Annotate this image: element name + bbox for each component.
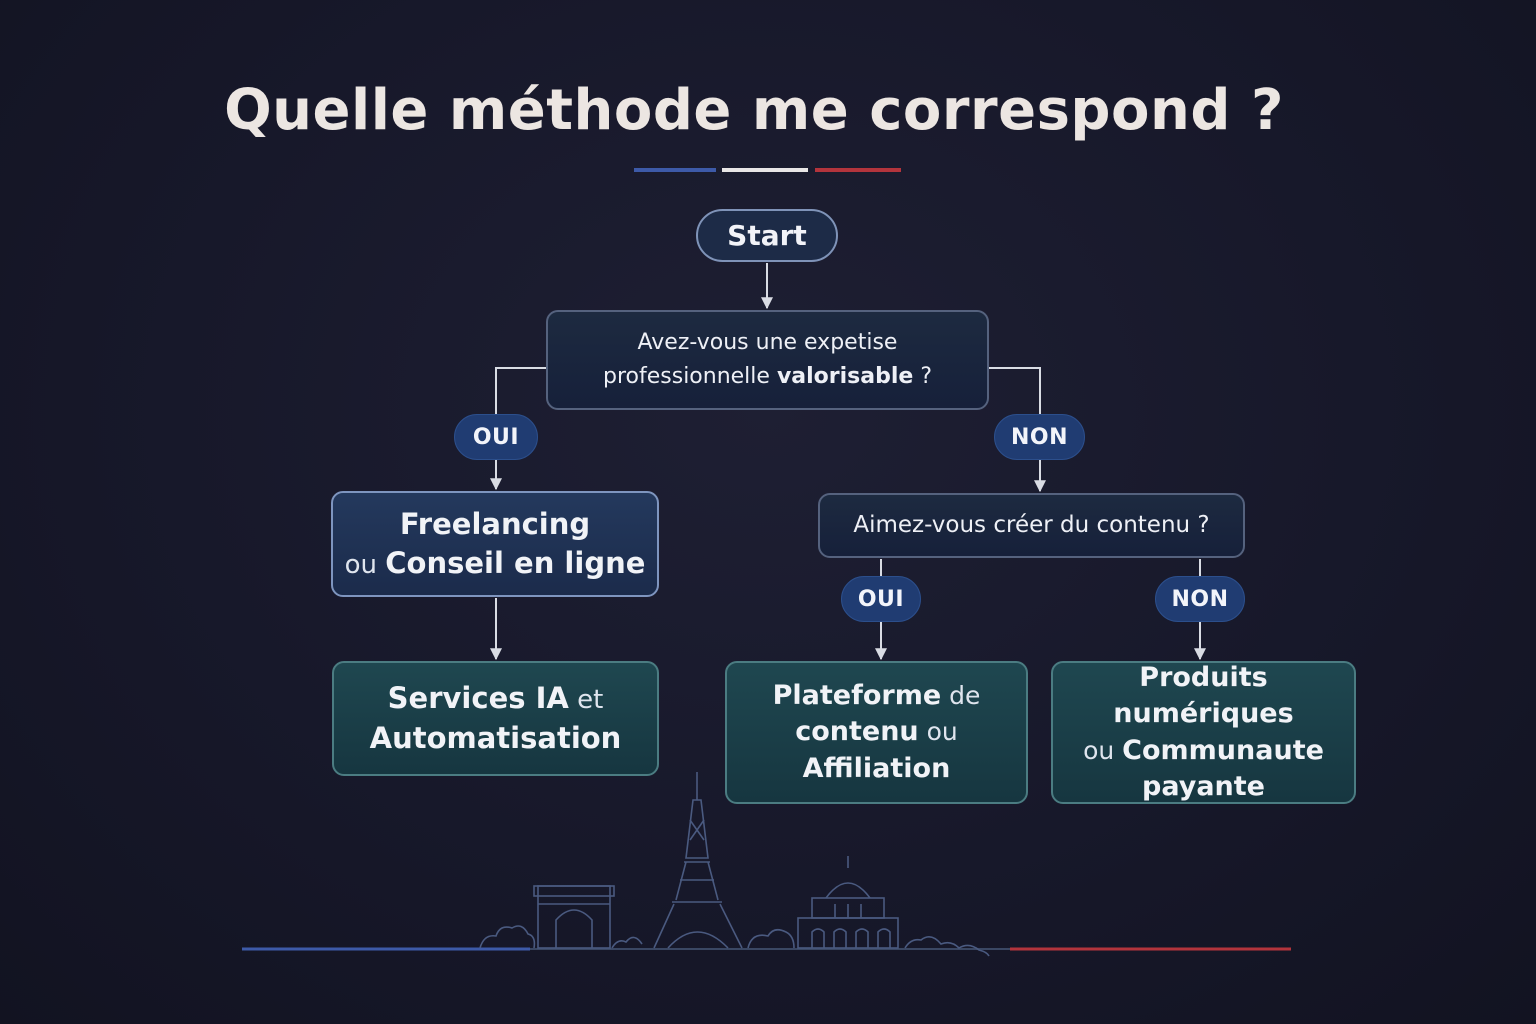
plateforme-line3: Affiliation (802, 752, 951, 784)
plateforme-line2: contenu ou (773, 714, 981, 750)
badge-oui-contenu: OUI (841, 576, 921, 622)
produits-line2: ou Communaute (1053, 733, 1354, 769)
produits-line1: Produits numériques (1113, 661, 1294, 730)
services-bold: Services IA (387, 681, 569, 716)
question-expertise-line1: Avez-vous une expetise (637, 329, 898, 355)
bush-far-right-icon (904, 936, 990, 957)
plateforme-suffix2: ou (918, 717, 958, 747)
question-contenu: Aimez-vous créer du contenu ? (818, 493, 1245, 558)
freelancing-line2: ou Conseil en ligne (345, 544, 646, 583)
produits-bold: Communaute (1122, 734, 1324, 766)
plateforme-bold1: Plateforme (772, 679, 942, 711)
bush-mid-icon (611, 936, 643, 949)
plateforme-bold2: contenu (795, 716, 919, 748)
domed-monument-icon (797, 856, 899, 949)
plateforme-line1: Plateforme de (773, 678, 981, 714)
connector-q1-non (989, 367, 1041, 414)
produits-line3: payante (1142, 770, 1265, 802)
freelancing-bold: Conseil en ligne (385, 546, 646, 580)
outcome-services-ia: Services IA et Automatisation (332, 661, 659, 776)
services-suffix: et (568, 685, 604, 716)
outcome-produits: Produits numériques ou Communaute payant… (1051, 661, 1356, 804)
question-contenu-label: Aimez-vous créer du contenu ? (853, 511, 1210, 538)
question-expertise-prefix: professionnelle (603, 364, 777, 389)
badge-non-contenu: NON (1155, 576, 1245, 622)
start-label: Start (727, 219, 807, 252)
bush-right-icon (747, 928, 795, 949)
flag-stripe-red (815, 168, 901, 172)
badge-non-expertise: NON (994, 414, 1085, 460)
freelancing-prefix: ou (344, 550, 386, 580)
plateforme-suffix1: de (941, 680, 981, 710)
freelancing-line1: Freelancing (399, 506, 591, 541)
flag-stripe-white (722, 168, 808, 172)
services-line1: Services IA et (370, 679, 622, 718)
bush-left-icon (479, 925, 536, 949)
question-expertise: Avez-vous une expetise professionnelle v… (546, 310, 989, 410)
question-expertise-line2: professionnelle valorisable ? (603, 360, 932, 394)
question-expertise-bold: valorisable (776, 364, 914, 389)
badge-oui-expertise: OUI (454, 414, 538, 460)
question-expertise-suffix: ? (913, 364, 932, 389)
outcome-freelancing: Freelancing ou Conseil en ligne (331, 491, 659, 597)
produits-prefix: ou (1083, 735, 1123, 765)
start-node: Start (696, 209, 838, 262)
eiffel-tower-icon (653, 772, 743, 949)
connector-q1-oui (495, 367, 546, 414)
flag-stripe-blue (634, 168, 716, 172)
services-line2: Automatisation (369, 720, 622, 755)
page-title: Quelle méthode me correspond ? (224, 78, 1284, 143)
arc-de-triomphe-icon (533, 885, 615, 949)
outcome-plateforme: Plateforme de contenu ou Affiliation (725, 661, 1028, 804)
